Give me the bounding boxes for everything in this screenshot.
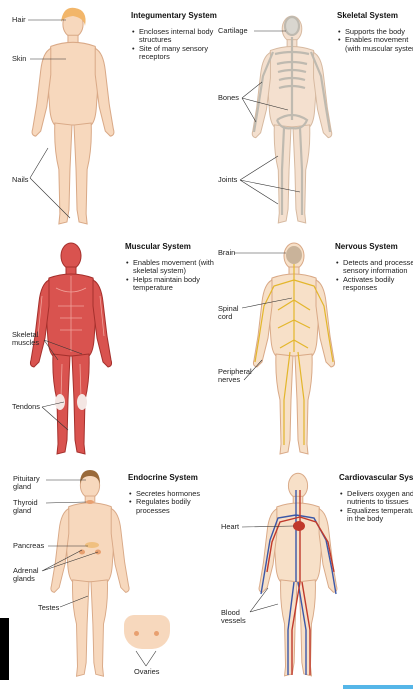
left-edge-black-bar (0, 618, 9, 680)
bottom-highlight-bar (343, 685, 413, 689)
